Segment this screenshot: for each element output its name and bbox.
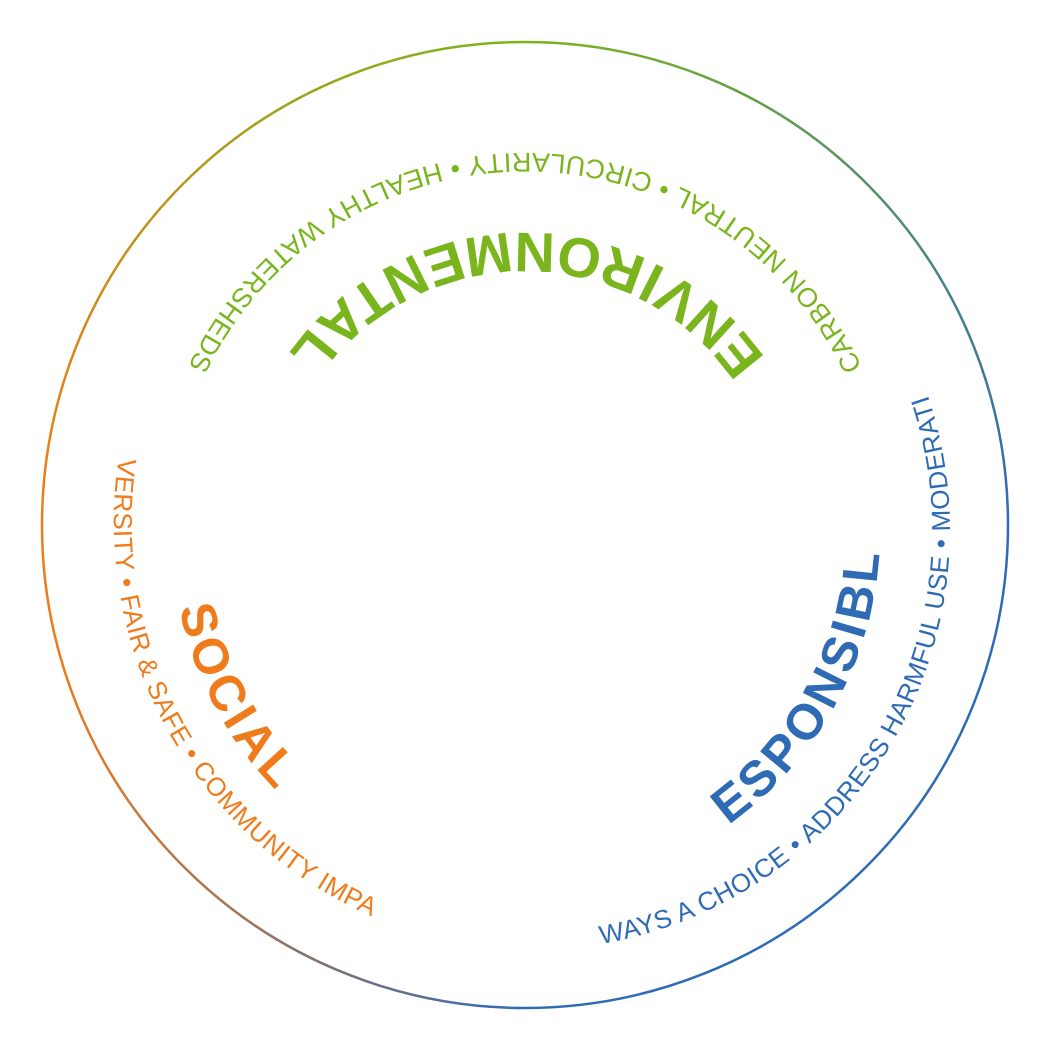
responsible-title: RESPONSIBLE <box>0 0 887 834</box>
social-group: SOCIAL DIVERSITY • FAIR & SAFE • COMMUNI… <box>0 0 382 922</box>
social-subtitle: DIVERSITY • FAIR & SAFE • COMMUNITY IMPA… <box>0 0 382 922</box>
ring-arc-bottom-left <box>40 524 526 1010</box>
ring-arc-left-top <box>40 40 526 526</box>
ring-arc-top-right <box>524 40 1010 526</box>
environmental-title: ENVIRONMENTAL <box>275 220 774 390</box>
environmental-group: ENVIRONMENTAL CARBON NEUTRAL • CIRCULARI… <box>183 147 868 390</box>
outer-ring <box>40 40 1010 1010</box>
responsible-group: RESPONSIBLE ALWAYS A CHOICE • ADDRESS HA… <box>0 0 956 950</box>
ring-arc-right-bottom <box>524 524 1010 1010</box>
responsible-subtitle: ALWAYS A CHOICE • ADDRESS HARMFUL USE • … <box>0 0 956 950</box>
